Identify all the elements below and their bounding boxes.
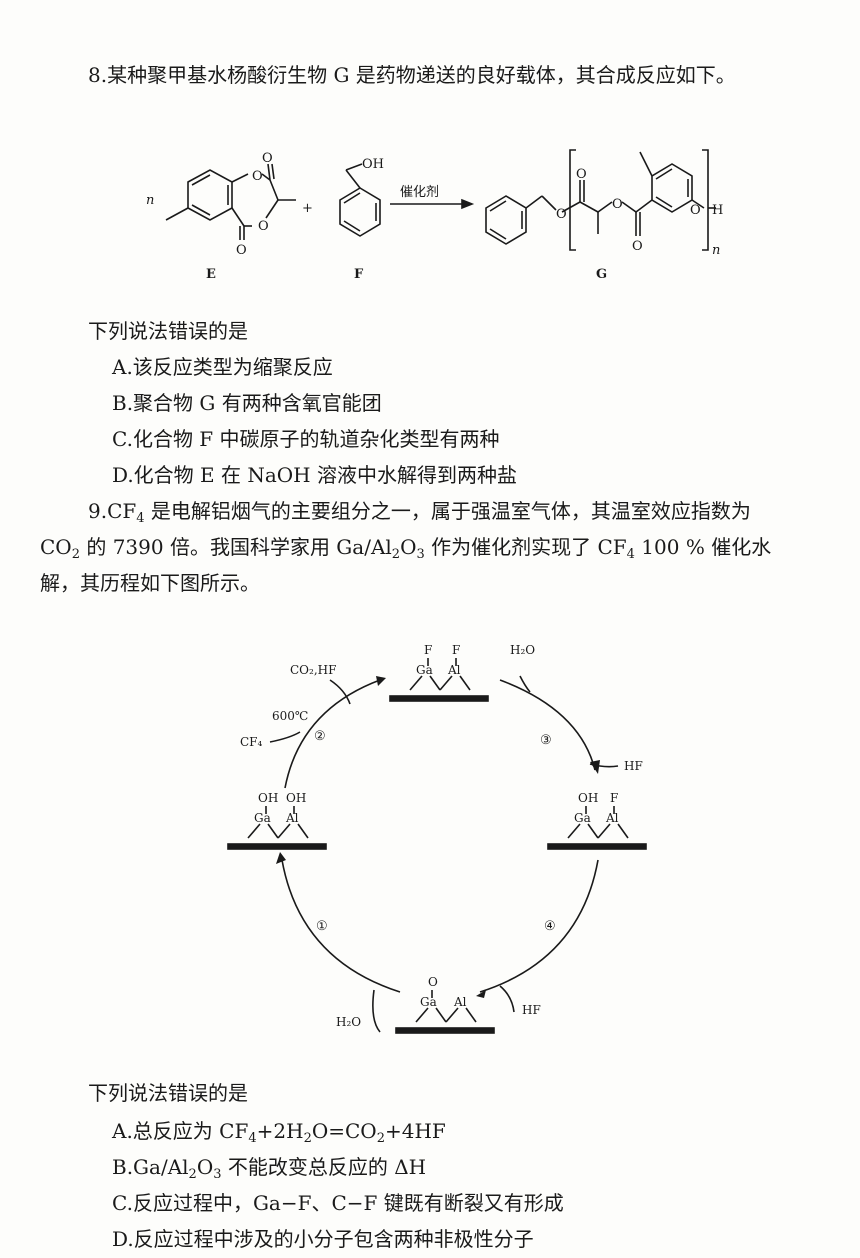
q8-option-a: A.该反应类型为缩聚反应 [112, 355, 333, 379]
q9-line-2: CO2 的 7390 倍。我国科学家用 Ga/Al2O3 作为催化剂实现了 CF… [40, 535, 772, 562]
q8-title: 8.某种聚甲基水杨酸衍生物 G 是药物递送的良好载体，其合成反应如下。 [88, 63, 736, 87]
e-o3: O [258, 219, 269, 234]
left-ga: Ga [254, 811, 271, 825]
q9-line-3: 解，其历程如下图所示。 [40, 571, 260, 595]
q9-option-d: D.反应过程中涉及的小分子包含两种非极性分子 [112, 1227, 534, 1251]
q8-reaction-scheme: n O O O O E + OH F 催化剂 O O O O O H n G [146, 149, 723, 282]
cf4-label: CF₄ [240, 735, 263, 749]
label-e: E [206, 267, 216, 282]
top-al: Al [447, 663, 461, 677]
bottom-o: O [428, 975, 438, 989]
step-4-label: ④ [544, 919, 556, 934]
q9-option-a: A.总反应为 CF4+2H2O=CO2+4HF [112, 1119, 446, 1146]
g-o2: O [576, 167, 587, 182]
label-f: F [354, 267, 364, 282]
q9-stem: 下列说法错误的是 [88, 1081, 248, 1105]
bottom-al: Al [453, 995, 467, 1009]
arc-step-3 [499, 679, 596, 771]
top-ga: Ga [416, 663, 433, 677]
right-oh: OH [578, 791, 598, 805]
catalytic-cycle-diagram: ② ③ ④ ① CO₂,HF 600℃ CF₄ H₂O HF H₂O HF F … [227, 643, 647, 1034]
q8-stem: 下列说法错误的是 [88, 319, 248, 343]
e-o2: O [262, 151, 273, 166]
h2o-top-label: H₂O [510, 643, 535, 657]
right-ga: Ga [574, 811, 591, 825]
q8-option-c: C.化合物 F 中碳原子的轨道杂化类型有两种 [112, 427, 500, 451]
arc-step-2 [284, 679, 381, 789]
h2o-bottom-label: H₂O [336, 1015, 361, 1029]
left-oh-al: OH [286, 791, 306, 805]
hf-bottom-label: HF [522, 1003, 541, 1017]
q9-option-b: B.Ga/Al2O3 不能改变总反应的 ΔH [112, 1155, 427, 1182]
compound-f-structure [339, 163, 381, 237]
compound-g-structure [485, 149, 716, 251]
q9-option-c: C.反应过程中，Ga−F、C−F 键既有断裂又有形成 [112, 1191, 564, 1215]
scheme-plus: + [302, 201, 313, 216]
arc-step-4 [479, 859, 599, 993]
catalyst-label: 催化剂 [400, 185, 439, 200]
top-f-ga: F [424, 643, 432, 657]
f-oh: OH [362, 157, 384, 172]
bottom-ga: Ga [420, 995, 437, 1009]
q8-option-b: B.聚合物 G 有两种含氧官能团 [112, 391, 382, 415]
g-h: H [712, 203, 723, 218]
q9-line-1: 9.CF4 是电解铝烟气的主要组分之一，属于强温室气体，其温室效应指数为 [88, 499, 751, 526]
temp-label: 600℃ [272, 709, 308, 723]
e-o4: O [236, 243, 247, 258]
step-2-label: ② [314, 729, 326, 744]
left-oh-ga: OH [258, 791, 278, 805]
scheme-n-left: n [146, 193, 154, 208]
co2-hf-label: CO₂,HF [290, 663, 336, 677]
top-f-al: F [452, 643, 460, 657]
compound-e-structure [165, 163, 296, 240]
right-f: F [610, 791, 618, 805]
scheme-n-right: n [712, 243, 720, 258]
right-al: Al [605, 811, 619, 825]
label-g: G [596, 267, 607, 282]
e-o1: O [252, 169, 263, 184]
g-o1: O [556, 207, 567, 222]
g-o3: O [612, 197, 623, 212]
left-al: Al [285, 811, 299, 825]
q8-option-d: D.化合物 E 在 NaOH 溶液中水解得到两种盐 [112, 463, 517, 487]
hf-right-label: HF [624, 759, 643, 773]
g-oh: O [690, 203, 701, 218]
step-1-label: ① [316, 919, 328, 934]
arc-step-1 [281, 859, 401, 993]
g-o4: O [632, 239, 643, 254]
step-3-label: ③ [540, 733, 552, 748]
